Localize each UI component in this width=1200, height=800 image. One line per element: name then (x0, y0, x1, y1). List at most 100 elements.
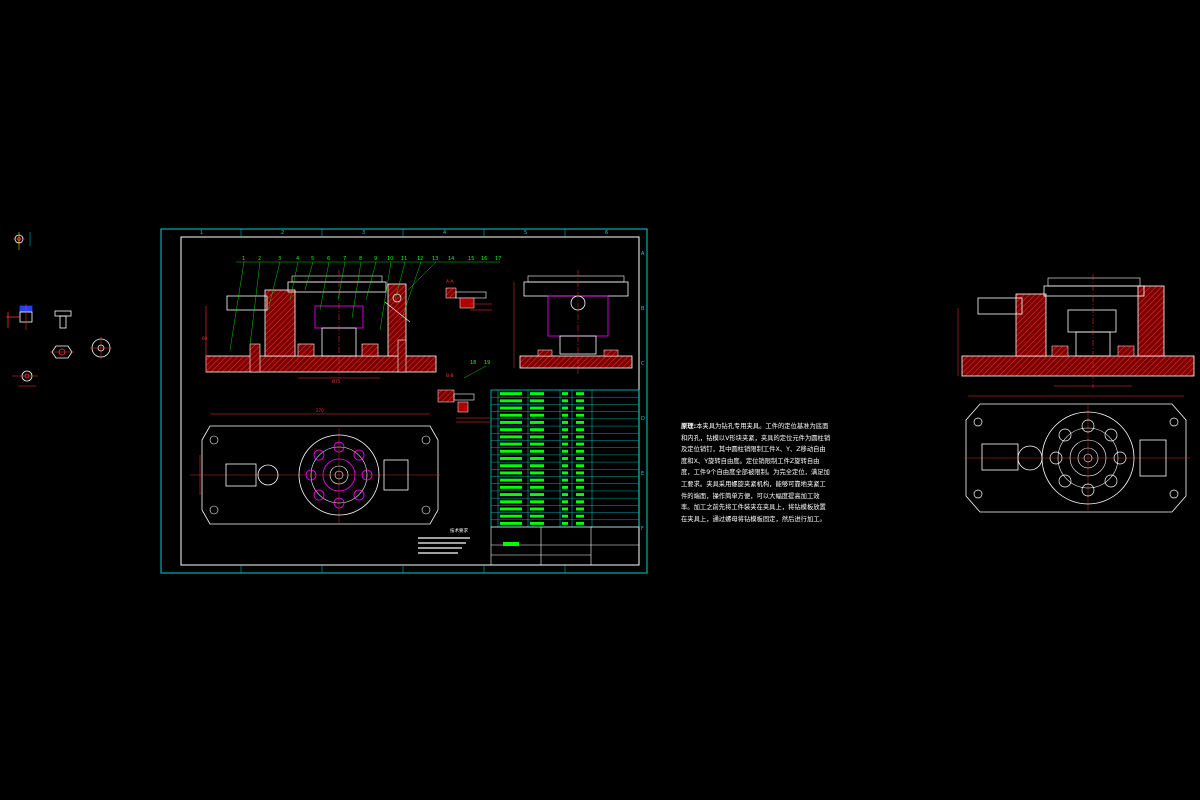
parts-cell-text (562, 457, 568, 460)
parts-cell-text (500, 471, 522, 475)
parts-cell-text (576, 493, 584, 496)
detail-bolt-top (13, 232, 31, 250)
parts-cell-text (500, 406, 522, 410)
parts-list-table (490, 389, 640, 528)
zone-labels: 1 2 3 4 5 6 A B C D E F (200, 230, 645, 532)
parts-cell-text (562, 464, 568, 468)
parts-cell-text (500, 442, 522, 446)
svg-text:Ø75: Ø75 (332, 379, 341, 384)
section-mark-b: B-B (446, 373, 454, 379)
parts-cell-text (500, 392, 522, 396)
parts-cell-text (530, 399, 544, 403)
section-detail-b: B-B 18 19 (437, 360, 490, 423)
balloon-16: 16 (481, 256, 487, 262)
zone-col-5: 5 (524, 230, 527, 236)
sheet-outer-border (160, 228, 648, 574)
parts-cell-text (500, 493, 522, 496)
parts-cell-text (576, 392, 584, 396)
svg-text:60: 60 (202, 336, 208, 341)
parts-cell-text (530, 406, 544, 410)
zone-col-3: 3 (362, 230, 365, 236)
balloon-6: 6 (327, 256, 330, 262)
parts-cell-text (530, 413, 544, 417)
zone-col-1: 1 (200, 230, 203, 236)
section-detail-a: A-A (445, 279, 492, 311)
right-front-view (957, 274, 1195, 388)
parts-cell-text (500, 514, 522, 518)
svg-text:270: 270 (316, 408, 324, 413)
parts-cell-text (562, 507, 568, 511)
parts-cell-text (500, 457, 522, 460)
parts-cell-text (500, 507, 522, 511)
parts-cell-text (500, 478, 522, 482)
parts-cell-text (562, 435, 568, 439)
zone-row-F: F (641, 526, 644, 532)
zone-row-B: B (641, 306, 645, 312)
parts-cell-text (530, 500, 544, 504)
tech-req-title: 技术要求 (450, 527, 468, 534)
principle-note: 原理:本夹具为钻孔专用夹具。工件的定位基准为底面和内孔，钻模以V形块夹紧，夹具的… (681, 421, 831, 525)
balloon-2: 2 (258, 256, 261, 262)
plan-view: 270 (190, 408, 440, 525)
parts-cell-text (562, 449, 568, 453)
balloon-14: 14 (448, 256, 454, 262)
parts-cell-text (576, 406, 584, 410)
balloon-9: 9 (374, 256, 377, 262)
principle-note-title: 原理: (681, 423, 697, 430)
detail-pin (6, 304, 33, 330)
detail-washer (90, 337, 112, 359)
parts-cell-text (530, 485, 544, 489)
balloon-4: 4 (296, 256, 299, 262)
balloon-5: 5 (311, 256, 314, 262)
detail-tee-bolt (54, 310, 72, 329)
parts-cell-text (500, 449, 522, 453)
parts-cell-text (562, 406, 568, 410)
parts-cell-text (500, 399, 522, 403)
title-block (490, 526, 640, 566)
parts-cell-text (530, 457, 544, 460)
parts-cell-text (576, 485, 584, 489)
parts-cell-text (530, 442, 544, 446)
parts-cell-text (562, 399, 568, 403)
balloon-19: 19 (484, 360, 490, 366)
parts-cell-text (530, 421, 544, 424)
zone-row-D: D (641, 416, 645, 422)
principle-note-body: 本夹具为钻孔专用夹具。工件的定位基准为底面和内孔，钻模以V形块夹紧，夹具的定位元… (681, 423, 831, 523)
balloon-12: 12 (417, 256, 423, 262)
parts-cell-text (576, 514, 584, 518)
parts-cell-text (562, 500, 568, 504)
parts-cell-text (530, 428, 544, 432)
zone-col-2: 2 (281, 230, 284, 236)
parts-cell-text (530, 392, 544, 396)
parts-cell-text (576, 421, 584, 424)
parts-cell-text (562, 413, 568, 417)
balloon-7: 7 (343, 256, 346, 262)
parts-cell-text (500, 413, 522, 417)
parts-cell-text (576, 500, 584, 504)
parts-cell-text (530, 449, 544, 453)
parts-cell-text (576, 471, 584, 475)
parts-cell-text (500, 485, 522, 489)
tech-requirements: 技术要求 (418, 527, 470, 554)
zone-row-C: C (641, 361, 645, 367)
parts-cell-text (530, 507, 544, 511)
parts-cell-text (530, 471, 544, 475)
front-section-view: 60 Ø75 (202, 270, 437, 384)
parts-cell-text (576, 478, 584, 482)
parts-cell-text (500, 500, 522, 504)
parts-cell-text (562, 421, 568, 424)
parts-cell-text (500, 521, 522, 525)
balloon-15: 15 (468, 256, 474, 262)
section-mark-a: A-A (446, 279, 455, 285)
parts-cell-text (530, 521, 544, 525)
parts-cell-text (562, 392, 568, 396)
balloon-1: 1 (242, 256, 245, 262)
parts-cell-text (530, 435, 544, 439)
detail-screw (12, 370, 38, 387)
balloon-3: 3 (278, 256, 281, 262)
parts-cell-text (562, 471, 568, 475)
zone-col-4: 4 (443, 230, 446, 236)
parts-cell-text (576, 442, 584, 446)
parts-cell-text (576, 413, 584, 417)
